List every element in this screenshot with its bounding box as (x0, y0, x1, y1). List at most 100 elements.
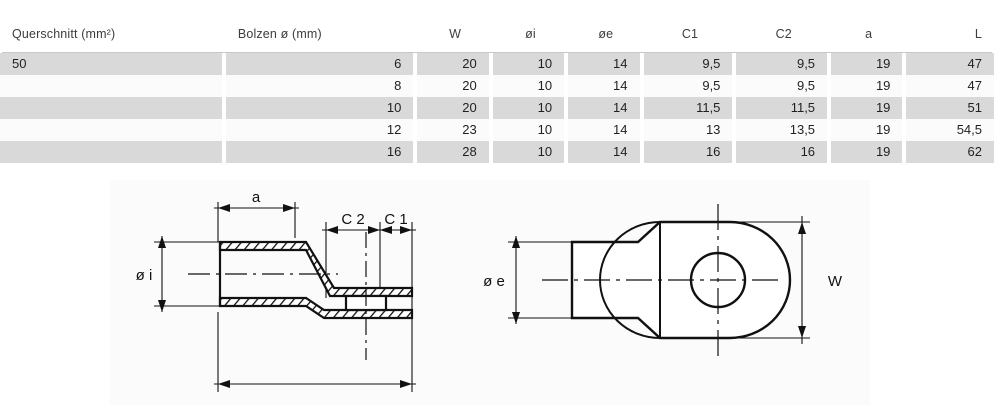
table-cell-querschnitt (0, 119, 226, 141)
table-cell-c1: 11,5 (643, 97, 737, 119)
column-header-a: a (831, 0, 907, 52)
table-cell-value (0, 97, 222, 119)
table-cell-value: 9,5 (643, 75, 733, 97)
table-cell-value: 47 (906, 53, 994, 75)
header-separator-cell (0, 52, 994, 53)
table-cell-value: 9,5 (736, 53, 828, 75)
table-cell-l: 62 (906, 141, 994, 163)
table-cell-oe: 14 (568, 119, 643, 141)
column-header-oi: øi (492, 0, 569, 52)
table-cell-a: 19 (831, 141, 906, 163)
table-cell-value: 16 (643, 141, 733, 163)
table-cell-value: 19 (831, 97, 903, 119)
table-cell-bolzen: 8 (225, 75, 418, 97)
table-cell-value: 14 (568, 119, 640, 141)
table-cell-bolzen: 6 (225, 53, 418, 75)
column-header-l: L (906, 0, 994, 52)
table-cell-value: 9,5 (643, 53, 733, 75)
table-cell-value: 19 (831, 53, 903, 75)
table-cell-value: 20 (417, 97, 489, 119)
table-cell-value: 10 (492, 97, 565, 119)
table-cell-querschnitt (0, 97, 226, 119)
table-cell-oi: 10 (492, 119, 568, 141)
column-header-label: a (865, 27, 873, 41)
table-header-row: Querschnitt (mm²) Bolzen ø (mm) W øi øe … (0, 0, 994, 52)
column-header-c1: C1 (643, 0, 737, 52)
table-cell-value: 12 (225, 119, 414, 141)
table-cell-l: 54,5 (906, 119, 994, 141)
table-cell-w: 28 (417, 141, 492, 163)
dimension-label-c2: C 2 (341, 211, 364, 228)
table-cell-c2: 16 (736, 141, 831, 163)
table-cell-c2: 9,5 (736, 53, 831, 75)
table-cell-value: 20 (417, 75, 489, 97)
table-cell-bolzen: 10 (225, 97, 418, 119)
table-cell-value: 16 (225, 141, 414, 163)
table-cell-oi: 10 (492, 53, 568, 75)
table-cell-value: 62 (906, 141, 994, 163)
dimension-label-w: W (828, 273, 843, 290)
table-cell-value: 10 (492, 141, 565, 163)
specification-table: Querschnitt (mm²) Bolzen ø (mm) W øi øe … (0, 0, 994, 163)
table-cell-c2: 9,5 (736, 75, 831, 97)
table-cell-c1: 13 (643, 119, 737, 141)
table-cell-w: 20 (417, 97, 492, 119)
table-cell-value: 10 (225, 97, 414, 119)
table-cell-a: 19 (831, 97, 906, 119)
table-cell-value: 6 (225, 53, 414, 75)
table-cell-a: 19 (831, 53, 906, 75)
column-header-c2: C2 (736, 0, 832, 52)
table-cell-value: 20 (417, 53, 489, 75)
dimension-label-oe: ø e (483, 273, 505, 290)
table-cell-value: 14 (568, 53, 640, 75)
column-header-oe: øe (568, 0, 644, 52)
table-header: Querschnitt (mm²) Bolzen ø (mm) W øi øe … (0, 0, 994, 53)
table-cell-bolzen: 12 (225, 119, 418, 141)
table-cell-value: 54,5 (906, 119, 994, 141)
table-cell-value: 19 (831, 141, 903, 163)
dimension-label-a: a (252, 189, 261, 206)
table-cell-value: 14 (568, 75, 640, 97)
table-cell-value: 11,5 (643, 97, 733, 119)
table-header-rule-row (0, 52, 994, 53)
table-cell-value: 19 (831, 75, 903, 97)
table-cell-oi: 10 (492, 97, 568, 119)
cable-lug-section-view: a C 2 C 1 ø i (136, 189, 416, 392)
table-cell-value: 14 (568, 97, 640, 119)
dimension-label-oi: ø i (136, 267, 153, 284)
lug-body-outline (218, 240, 414, 320)
table-cell-oe: 14 (568, 97, 643, 119)
table-cell-value: 9,5 (736, 75, 828, 97)
table-cell-c2: 11,5 (736, 97, 831, 119)
table-cell-a: 19 (831, 119, 906, 141)
table-cell-l: 51 (906, 97, 994, 119)
table-cell-value: 10 (492, 75, 565, 97)
dimension-arrowheads (512, 222, 806, 338)
drawings-panel: a C 2 C 1 ø i (110, 180, 870, 405)
table-cell-querschnitt (0, 75, 226, 97)
table-cell-w: 20 (417, 75, 492, 97)
header-separator-line (2, 52, 992, 53)
table-cell-oi: 10 (492, 141, 568, 163)
table-cell-w: 20 (417, 53, 492, 75)
table-cell-value (0, 75, 222, 97)
table-cell-value: 11,5 (736, 97, 828, 119)
column-header-label: L (974, 27, 982, 41)
table-cell-value (0, 141, 222, 163)
table-cell-c1: 16 (643, 141, 737, 163)
table-cell-value: 13,5 (736, 119, 828, 141)
cable-lug-top-view: ø e W (483, 204, 843, 356)
table-cell-value: 28 (417, 141, 489, 163)
column-header-w: W (417, 0, 493, 52)
table-cell-c1: 9,5 (643, 75, 737, 97)
table-cell-oi: 10 (492, 75, 568, 97)
table-cell-value: 51 (906, 97, 994, 119)
table-cell-bolzen: 16 (225, 141, 418, 163)
column-header-bolzen: Bolzen ø (mm) (225, 0, 418, 52)
table-cell-value: 19 (831, 119, 903, 141)
table-cell-a: 19 (831, 75, 906, 97)
